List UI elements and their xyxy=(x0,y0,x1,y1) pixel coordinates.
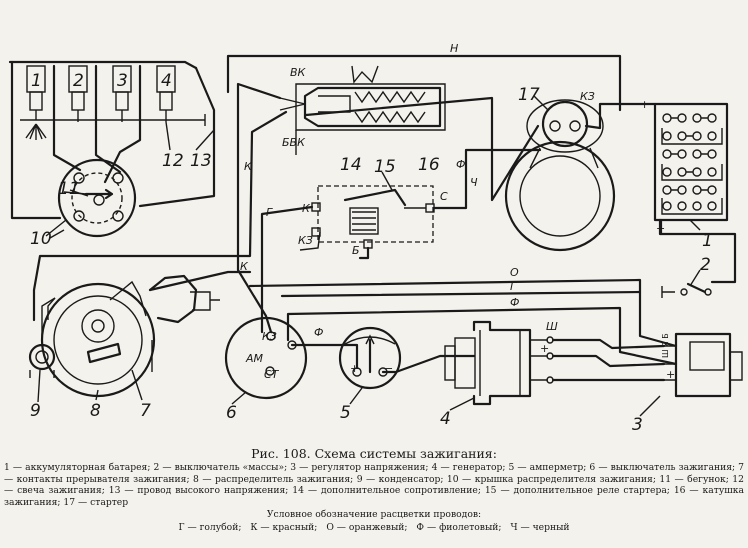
callout-15: 15 xyxy=(374,157,396,177)
distributor-body xyxy=(40,274,220,398)
regulator-terminals: Ш Я Б xyxy=(661,333,670,358)
label-vk: ВК xyxy=(290,66,307,79)
high-voltage-leads xyxy=(10,60,216,220)
label-f-low: Ф xyxy=(510,296,519,309)
callout-14: 14 xyxy=(340,155,362,175)
starter xyxy=(504,99,616,252)
label-kz-amm: КЗ xyxy=(262,330,277,343)
spark-plug-3: 3 xyxy=(112,65,132,122)
callout-5: 5 xyxy=(340,403,351,423)
label-plus-gen: + xyxy=(540,342,549,355)
callout-4: 4 xyxy=(440,409,451,429)
spark-plugs: 1 2 3 4 xyxy=(8,60,206,140)
callout-3: 3 xyxy=(632,415,643,435)
plug-number-1: 1 xyxy=(31,71,42,91)
callout-17: 17 xyxy=(518,85,540,105)
ignition-coil xyxy=(279,65,446,155)
callout-8: 8 xyxy=(90,401,101,421)
spark-plug-2: 2 xyxy=(68,65,88,122)
callout-12: 12 xyxy=(162,151,184,171)
callout-6: 6 xyxy=(226,403,237,423)
label-f-mid: Ф xyxy=(456,158,465,171)
callout-13: 13 xyxy=(190,151,212,171)
label-sh-gen: Ш xyxy=(546,320,558,333)
figure-caption: Рис. 108. Схема системы зажигания: 1 — а… xyxy=(4,446,744,534)
label-plus-meter: + xyxy=(350,362,359,375)
callout-16: 16 xyxy=(418,155,440,175)
callout-1: 1 xyxy=(702,231,713,251)
legend-item: Г — голубой; xyxy=(178,521,242,533)
label-g-vert: Г xyxy=(266,206,273,219)
label-k-vert: К xyxy=(244,160,253,173)
caption-title: Рис. 108. Схема системы зажигания: xyxy=(251,446,497,461)
label-plus-reg: + xyxy=(666,368,675,381)
label-g-low: Г xyxy=(510,280,517,293)
label-k-low: К xyxy=(240,260,249,273)
label-n-top: Н xyxy=(450,42,458,55)
wire-color-legend: Г — голубой; К — красный; О — оранжевый;… xyxy=(4,522,744,534)
caption-body: 1 — аккумуляторная батарея; 2 — выключат… xyxy=(4,461,744,509)
wiring xyxy=(32,54,678,382)
spark-plug-1: 1 xyxy=(25,65,47,140)
generator xyxy=(444,320,554,406)
label-minus-meter: − xyxy=(384,362,393,375)
ammeter xyxy=(338,326,402,390)
spark-plug-4: 4 xyxy=(156,65,176,122)
label-k-switch: К xyxy=(302,202,311,215)
callout-10: 10 xyxy=(30,229,52,249)
legend-item: К — красный; xyxy=(250,521,318,533)
callout-11: 11 xyxy=(58,179,80,199)
label-ch-mid: Ч xyxy=(470,176,478,189)
callout-7: 7 xyxy=(140,401,151,421)
plug-number-4: 4 xyxy=(161,71,172,91)
wire-labels: Н ВК БВК К Г Ф Ч К КЗ С Б К О Г Ф Ф Ш КЗ… xyxy=(240,42,675,381)
legend-item: Ч — черный xyxy=(510,521,570,533)
legend-item: Ф — фиолетовый; xyxy=(416,521,502,533)
label-kz-switch: КЗ xyxy=(298,234,313,247)
plug-number-3: 3 xyxy=(117,71,128,91)
label-b-switch: Б xyxy=(352,244,360,257)
label-bvk: БВК xyxy=(282,136,306,149)
label-f-amm: Ф xyxy=(314,326,323,339)
callout-numbers: 11 10 12 13 14 16 15 17 1 2 3 4 5 6 7 8 … xyxy=(30,85,713,435)
voltage-regulator: Ш Я Б xyxy=(661,332,743,398)
label-am-amm: АМ xyxy=(245,352,264,365)
label-plus-batt: + xyxy=(640,98,649,111)
label-kz-starter: КЗ xyxy=(580,90,595,103)
starter-relay xyxy=(311,185,435,249)
label-st-amm: СТ xyxy=(264,368,280,381)
ignition-wiring-diagram: 1 2 3 4 xyxy=(8,42,743,435)
label-minus-batt: − xyxy=(656,222,665,235)
plug-number-2: 2 xyxy=(73,71,84,91)
label-o-low: О xyxy=(510,266,519,279)
mass-switch xyxy=(658,218,737,298)
distributor-cap xyxy=(45,158,137,238)
label-c-switch: С xyxy=(440,190,448,203)
battery xyxy=(653,102,729,222)
legend-title: Условное обозначение расцветки проводов: xyxy=(266,508,482,520)
callout-9: 9 xyxy=(30,401,41,421)
legend-item: О — оранжевый; xyxy=(326,521,408,533)
callout-2: 2 xyxy=(700,255,711,275)
